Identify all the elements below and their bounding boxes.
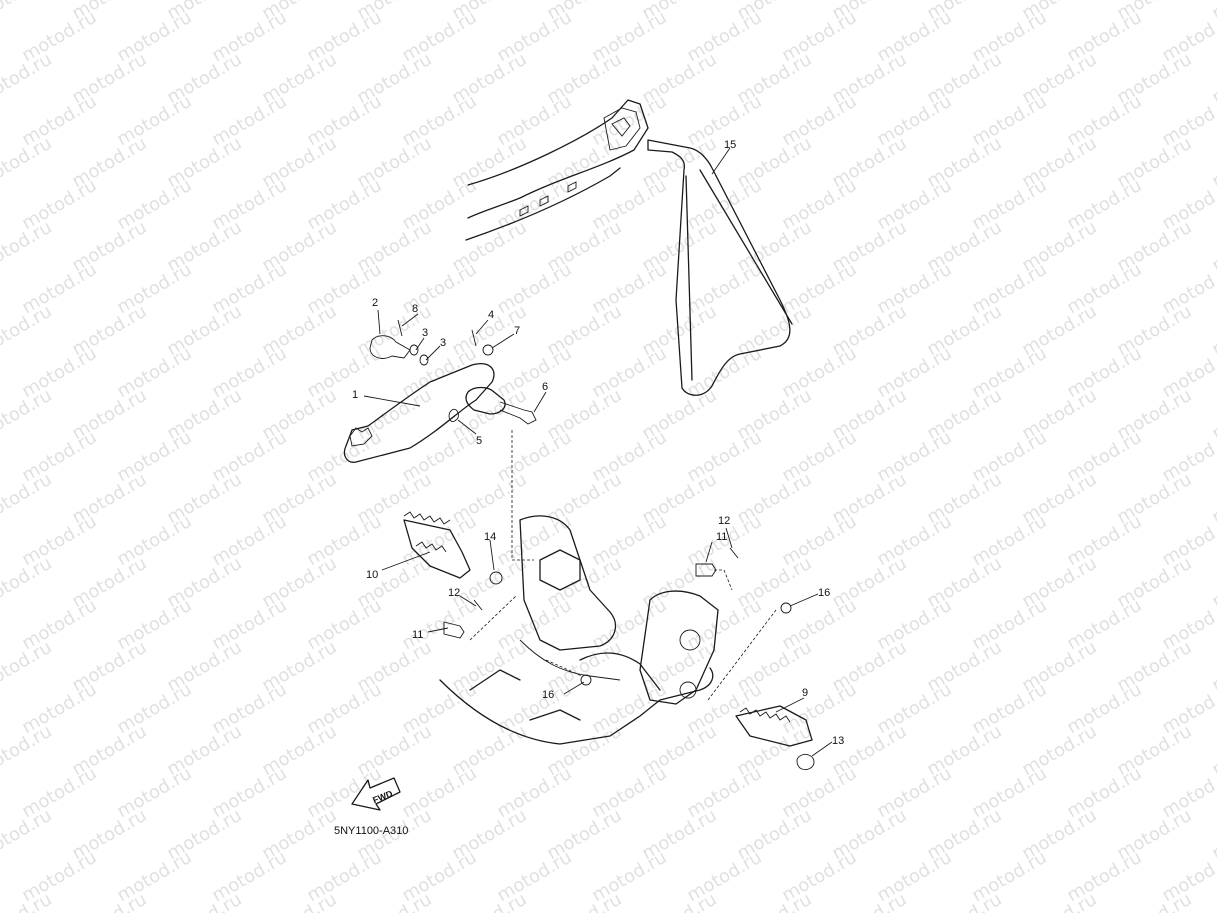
callout-11a: 11: [412, 629, 423, 641]
watermark-text: motod.ru: [0, 637, 55, 696]
callout-16b: 16: [818, 587, 830, 599]
watermark-text: motod.ru: [1208, 0, 1217, 24]
callout-16a: 16: [542, 689, 554, 701]
callout-13: 13: [832, 735, 844, 747]
callout-8: 8: [412, 303, 418, 315]
callout-12b: 12: [718, 515, 730, 527]
callout-3b: 3: [440, 337, 446, 349]
callout-2: 2: [372, 297, 378, 309]
callout-7: 7: [514, 325, 520, 337]
watermark-text: motod.ru: [923, 889, 1005, 913]
callout-3a: 3: [422, 327, 428, 339]
watermark-text: motod.ru: [1018, 889, 1100, 913]
callout-10: 10: [366, 569, 378, 581]
watermark-text: motod.ru: [0, 133, 55, 192]
stand-drawing: [647, 139, 793, 396]
fwd-label: FWD: [371, 788, 394, 805]
callout-6: 6: [542, 381, 548, 393]
left-footrest-drawing: [403, 511, 503, 585]
watermark-text: motod.ru: [0, 385, 55, 444]
watermark-text: motod.ru: [0, 49, 55, 108]
swingarm-drawing: [465, 99, 649, 241]
watermark-text: motod.ru: [543, 889, 625, 913]
brake-pedal-drawing: [343, 319, 537, 463]
callout-15: 15: [724, 139, 736, 151]
callout-12a: 12: [448, 587, 460, 599]
fasteners-drawing: [443, 547, 739, 639]
watermark-text: motod.ru: [0, 0, 55, 24]
diagram-code: 5NY1100-A310: [334, 825, 408, 837]
watermark-text: motod.ru: [0, 217, 55, 276]
callout-1: 1: [352, 389, 358, 401]
callout-11b: 11: [716, 531, 727, 543]
frame-drawing: [439, 430, 792, 745]
leader-lines: [363, 147, 833, 757]
watermark-text: motod.ru: [828, 889, 910, 913]
watermark-text: motod.ru: [1208, 889, 1217, 913]
watermark-text: motod.ru: [0, 553, 55, 612]
callout-14: 14: [484, 531, 496, 543]
watermark-text: motod.ru: [0, 469, 55, 528]
watermark-text: motod.ru: [163, 889, 245, 913]
watermark-text: motod.ru: [448, 889, 530, 913]
watermark-text: motod.ru: [0, 805, 55, 864]
watermark-text: motod.ru: [68, 889, 150, 913]
watermark-text: motod.ru: [638, 889, 720, 913]
right-footrest-drawing: [735, 705, 815, 771]
callout-labels: 1 2 3 3 4 5 6 7 8 9 10 11 11 12 12 13 14…: [352, 139, 844, 747]
watermark-text: motod.ru: [258, 889, 340, 913]
watermark-text: motod.ru: [0, 301, 55, 360]
callout-4: 4: [488, 309, 494, 321]
callout-5: 5: [476, 435, 482, 447]
watermark-text: motod.ru: [733, 889, 815, 913]
watermark-text: motod.ru: [353, 889, 435, 913]
callout-9: 9: [802, 687, 808, 699]
watermark-text: motod.ru: [1113, 889, 1195, 913]
watermark-text: motod.ru: [0, 721, 55, 780]
